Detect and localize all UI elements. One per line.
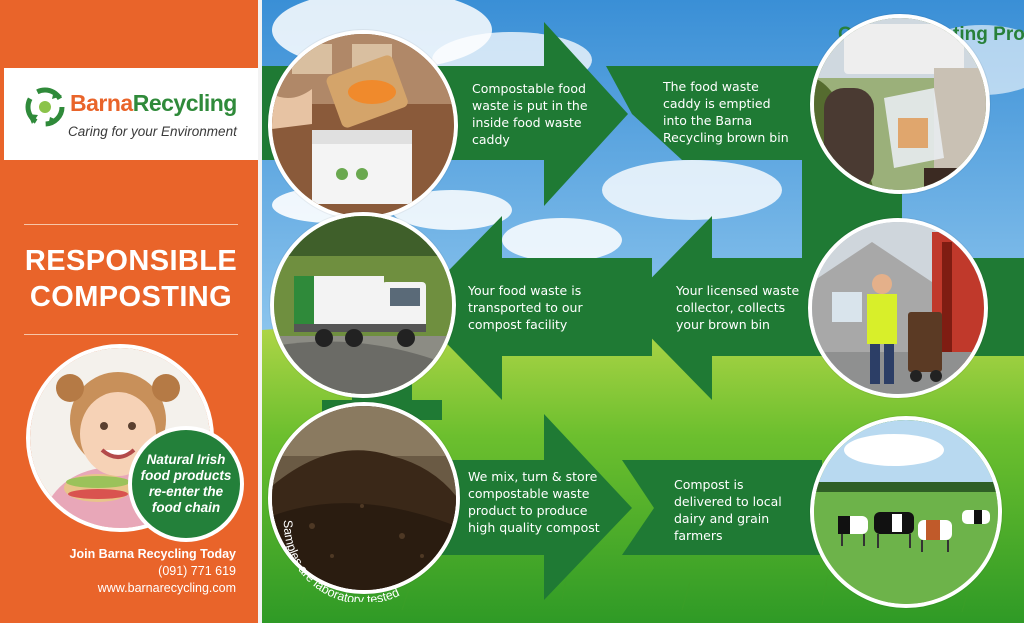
recycling-truck-photo xyxy=(270,212,456,398)
step-2-text: The food waste caddy is emptied into the… xyxy=(663,79,789,145)
brand-name: BarnaRecycling xyxy=(70,90,237,117)
brand-tagline: Caring for your Environment xyxy=(68,124,237,139)
headline: RESPONSIBLE COMPOSTING xyxy=(12,243,250,315)
food-chain-bubble: Natural Irish food products re-enter the… xyxy=(128,426,244,542)
lab-note-curved: Samples are laboratory tested xyxy=(281,520,402,602)
compost-pile-photo xyxy=(268,402,460,594)
logo[interactable]: BarnaRecycling Caring for your Environme… xyxy=(4,68,258,160)
left-panel: BarnaRecycling Caring for your Environme… xyxy=(0,0,262,623)
caddy-emptied-into-bin-photo xyxy=(810,14,990,194)
arrow-right-2 xyxy=(606,66,872,160)
arrow-right-4 xyxy=(622,460,822,555)
step-6-text: Compost is delivered to local dairy and … xyxy=(674,477,782,543)
step-5-text: We mix, turn & store compostable waste p… xyxy=(468,469,600,535)
headline-line1: RESPONSIBLE xyxy=(24,245,238,277)
phone-number[interactable]: (091) 771 619 xyxy=(158,564,236,578)
bin-collection-photo xyxy=(808,218,988,398)
step-4-text: Your food waste is transported to our co… xyxy=(468,283,583,332)
headline-line2: COMPOSTING xyxy=(29,281,233,313)
brand-name-part1: Barna xyxy=(70,90,133,116)
food-scraps-into-caddy-photo xyxy=(268,30,458,220)
food-chain-text: Natural Irish food products re-enter the… xyxy=(140,452,232,515)
arrow-left-2 xyxy=(412,216,652,400)
join-cta[interactable]: Join Barna Recycling Today xyxy=(69,547,236,561)
process-area: Our Composting Process Compostable food … xyxy=(262,0,1024,623)
lab-note-text: Samples are laboratory tested xyxy=(281,520,402,602)
website-link[interactable]: www.barnarecycling.com xyxy=(97,581,236,595)
contact-block: Join Barna Recycling Today (091) 771 619… xyxy=(0,546,262,597)
step-1-text: Compostable food waste is put in the ins… xyxy=(472,81,588,147)
dairy-cows-photo xyxy=(810,416,1002,608)
brand-name-part2: Recycling xyxy=(132,90,238,116)
recycle-logo-icon xyxy=(25,87,65,127)
divider xyxy=(24,334,238,335)
divider xyxy=(24,224,238,225)
step-3-text: Your licensed waste collector, collects … xyxy=(676,283,800,332)
